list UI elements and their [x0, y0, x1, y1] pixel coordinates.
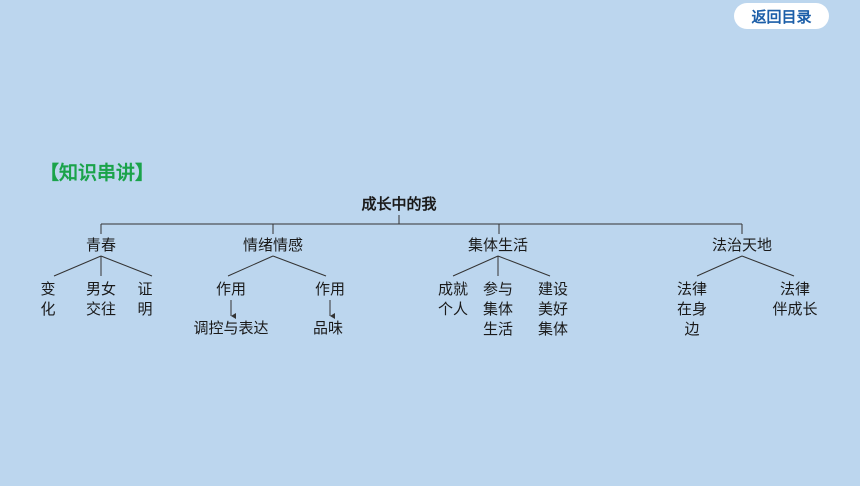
collective-child2-line3: 生活	[483, 320, 513, 338]
branch-label-collective-life: 集体生活	[468, 236, 528, 254]
law-child1-line1: 法律	[677, 280, 707, 298]
collective-child2-line1: 参与	[483, 280, 513, 298]
branch-label-emotions: 情绪情感	[243, 236, 303, 254]
branch1-link-3	[100, 255, 153, 277]
branch3-link-3	[497, 255, 551, 277]
collective-child3-line3: 集体	[538, 320, 568, 338]
law-child1-line2: 在身	[677, 300, 707, 318]
youth-child-relationship-line2: 交往	[86, 300, 116, 318]
branch2-link-2	[272, 255, 327, 277]
law-child1-line3: 边	[684, 320, 699, 338]
law-child2-line2: 伴成长	[772, 300, 817, 318]
branch4-link-1	[696, 255, 743, 277]
back-to-contents-button[interactable]: 返回目录	[734, 3, 829, 29]
branch2-link-1	[227, 255, 274, 277]
emotions-child1-label: 作用	[216, 280, 246, 298]
branch3-link-1	[452, 255, 499, 277]
youth-child-relationship-line1: 男女	[86, 280, 116, 298]
collective-child1-line2: 个人	[438, 300, 468, 318]
collective-child3-line2: 美好	[538, 300, 568, 318]
root-node: 成长中的我	[361, 195, 436, 213]
collective-child3-line1: 建设	[538, 280, 568, 298]
law-child2-line1: 法律	[780, 280, 810, 298]
branch-label-rule-of-law: 法治天地	[712, 236, 772, 254]
emotions-child1-result: 调控与表达	[193, 319, 268, 337]
youth-child-change-line2: 化	[40, 300, 55, 318]
emotions-child2-result: 品味	[313, 319, 343, 337]
youth-child-proof-line2: 明	[137, 300, 152, 318]
branch4-link-2	[741, 255, 795, 277]
collective-child1-line1: 成就	[438, 280, 468, 298]
emotions-child2-label: 作用	[315, 280, 345, 298]
branch-label-youth: 青春	[86, 236, 116, 254]
branch1-link-1	[53, 255, 102, 277]
youth-child-proof-line1: 证	[137, 280, 152, 298]
youth-child-change-line1: 变	[40, 280, 55, 298]
collective-child2-line2: 集体	[483, 300, 513, 318]
section-title: 【知识串讲】	[40, 162, 155, 184]
